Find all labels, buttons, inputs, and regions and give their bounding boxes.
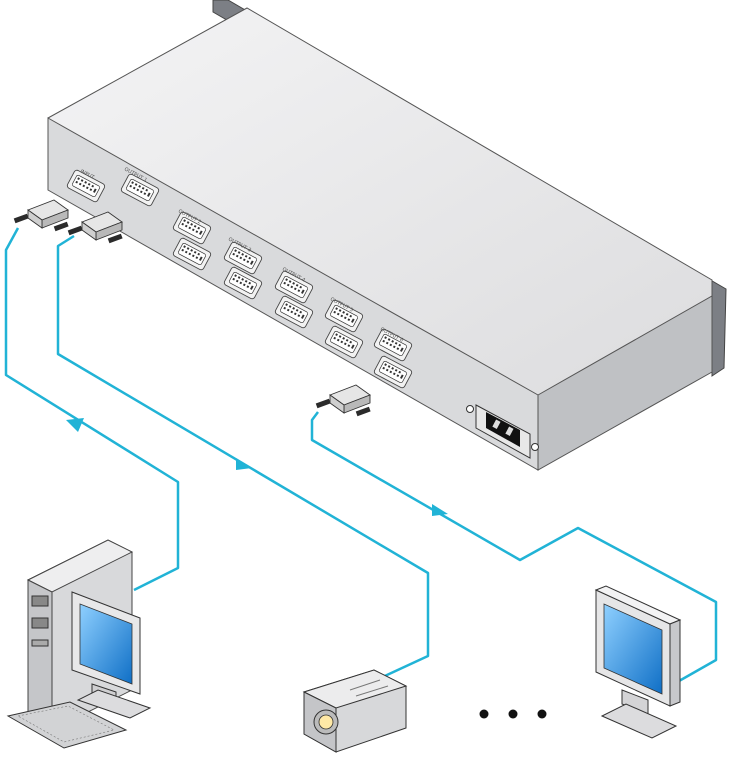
keyboard bbox=[6, 701, 128, 749]
output-plug-1 bbox=[67, 211, 124, 244]
cable-input bbox=[4, 227, 180, 592]
output-plug-8 bbox=[315, 384, 372, 417]
display bbox=[594, 585, 682, 739]
projector bbox=[302, 669, 408, 753]
arrow-down-icon bbox=[236, 458, 252, 470]
cable-output-8 bbox=[310, 411, 718, 687]
cable-arrows bbox=[66, 418, 448, 516]
more-devices-ellipsis bbox=[479, 709, 547, 719]
display-screen bbox=[603, 603, 663, 695]
power-inlet bbox=[466, 404, 539, 459]
arrow-down-icon bbox=[432, 504, 448, 516]
computer bbox=[6, 539, 152, 749]
input-plug bbox=[13, 199, 70, 232]
distribution-amplifier: INPUT OUTPUT 1 OUTPUT 2 OUTPUT 3 OUTPUT … bbox=[47, 0, 727, 471]
arrow-up-icon bbox=[66, 418, 84, 432]
computer-screen bbox=[79, 603, 133, 685]
